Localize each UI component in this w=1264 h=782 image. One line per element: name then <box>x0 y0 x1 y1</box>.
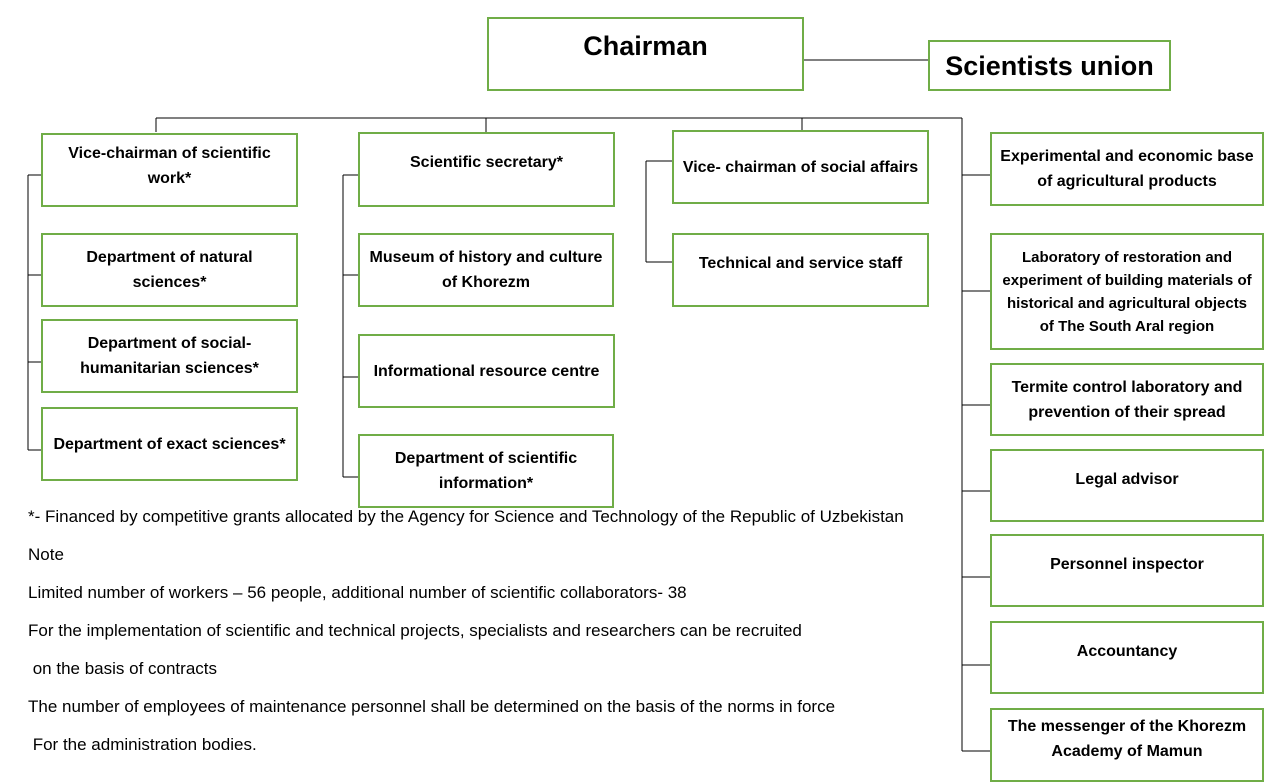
note-line-workers: Limited number of workers – 56 people, a… <box>28 583 687 602</box>
dept-social-humanitarian-box: Department of social-humanitarian scienc… <box>41 319 298 393</box>
termite-laboratory-label: Termite control laboratory and preventio… <box>1011 378 1243 421</box>
technical-service-staff-label: Technical and service staff <box>698 255 903 272</box>
vice-chairman-scientific-label: Vice-chairman of scientific work* <box>68 145 271 187</box>
scientific-secretary-box: Scientific secretary* <box>358 132 615 207</box>
personnel-inspector-box: Personnel inspector <box>990 534 1264 607</box>
restoration-laboratory-label: Laboratory of restoration and experiment… <box>1002 248 1252 335</box>
note-line-maintenance: The number of employees of maintenance p… <box>28 697 836 716</box>
informational-resource-label: Informational resource centre <box>373 362 600 380</box>
vice-chairman-social-box: Vice- chairman of social affairs <box>672 130 929 204</box>
dept-scientific-information-box: Department of scientific information* <box>358 434 614 508</box>
note-label: Note <box>28 545 64 564</box>
dept-natural-sciences-label: Department of natural sciences* <box>86 249 253 291</box>
note-line-contracts: on the basis of contracts <box>28 659 217 678</box>
termite-laboratory-box: Termite control laboratory and preventio… <box>990 363 1264 436</box>
restoration-laboratory-box: Laboratory of restoration and experiment… <box>990 233 1264 350</box>
dept-scientific-information-label: Department of scientific information* <box>394 450 578 492</box>
scientists-union-label: Scientists union <box>945 50 1154 81</box>
dept-exact-sciences-label: Department of exact sciences* <box>53 435 286 453</box>
dept-social-humanitarian-label: Department of social-humanitarian scienc… <box>80 335 259 377</box>
chairman-label: Chairman <box>583 31 708 61</box>
vice-chairman-social-label: Vice- chairman of social affairs <box>682 158 919 176</box>
experimental-base-label: Experimental and economic base of agricu… <box>1000 148 1254 190</box>
footnote-text: *- Financed by competitive grants alloca… <box>28 507 904 526</box>
accountancy-label: Accountancy <box>1076 643 1178 660</box>
dept-exact-sciences-box: Department of exact sciences* <box>41 407 298 481</box>
scientific-secretary-label: Scientific secretary* <box>410 154 563 171</box>
museum-history-label: Museum of history and culture of Khorezm <box>369 249 603 291</box>
dept-natural-sciences-box: Department of natural sciences* <box>41 233 298 307</box>
note-line-administration: For the administration bodies. <box>28 735 257 754</box>
vice-chairman-scientific-box: Vice-chairman of scientific work* <box>41 133 298 207</box>
legal-advisor-box: Legal advisor <box>990 449 1264 522</box>
messenger-academy-box: The messenger of the Khorezm Academy of … <box>990 708 1264 782</box>
legal-advisor-label: Legal advisor <box>1075 471 1179 488</box>
museum-history-box: Museum of history and culture of Khorezm <box>358 233 614 307</box>
accountancy-box: Accountancy <box>990 621 1264 694</box>
personnel-inspector-label: Personnel inspector <box>1050 556 1204 573</box>
experimental-base-box: Experimental and economic base of agricu… <box>990 132 1264 206</box>
scientists-union-box: Scientists union <box>928 40 1171 91</box>
technical-service-staff-box: Technical and service staff <box>672 233 929 307</box>
note-line-projects: For the implementation of scientific and… <box>28 621 802 640</box>
chairman-box: Chairman <box>487 17 804 91</box>
messenger-academy-label: The messenger of the Khorezm Academy of … <box>1007 718 1247 760</box>
informational-resource-box: Informational resource centre <box>358 334 615 408</box>
